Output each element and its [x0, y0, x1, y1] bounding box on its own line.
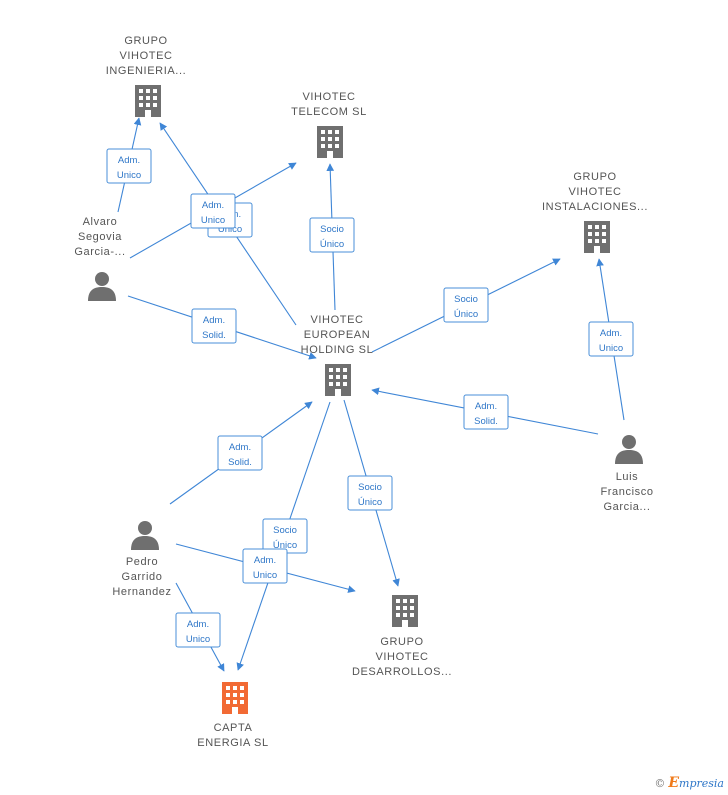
building-icon [392, 595, 418, 627]
edge-label-text: Socio [358, 482, 382, 493]
node-label-line: Francisco [600, 486, 653, 498]
node-label-line: ENERGIA SL [197, 737, 268, 749]
node-label-line: EUROPEAN [304, 329, 371, 341]
edge-label-text: Unico [117, 170, 141, 181]
empresia-watermark[interactable]: ©Empresia [654, 775, 724, 791]
node-label-line: Garcia... [604, 501, 651, 513]
building-icon [317, 126, 343, 158]
node-label-line: Garrido [122, 571, 163, 583]
node-grupo-vihotec-instalaciones[interactable]: GRUPO VIHOTEC INSTALACIONES... [542, 171, 648, 253]
edge-label-text: Unico [218, 224, 242, 235]
node-label-line: Segovia [78, 231, 122, 243]
edge-label-box [463, 394, 509, 430]
nodes-layer: GRUPO VIHOTEC INGENIERIA... VIHOTEC TELECOM … [74, 35, 653, 749]
copyright-symbol: © [654, 777, 666, 790]
edge-label-text: Solid. [202, 330, 226, 341]
node-label-line: Garcia-... [74, 246, 125, 258]
edge-label[interactable]: Adm. Unico [106, 148, 152, 184]
edge-label-text: Único [320, 239, 344, 250]
edge-label-text: Adm. [202, 200, 224, 211]
node-label-line: HOLDING SL [301, 344, 374, 356]
building-icon [325, 364, 351, 396]
node-label-line: INGENIERIA... [106, 65, 187, 77]
person-icon [615, 435, 643, 464]
edge-label-text: Adm. [118, 155, 140, 166]
building-icon [584, 221, 610, 253]
node-grupo-vihotec-desarrollos[interactable]: GRUPO VIHOTEC DESARROLLOS... [352, 595, 452, 678]
brand-name: mpresia [679, 777, 724, 790]
edge-label[interactable]: Adm. Unico [190, 193, 236, 229]
node-label-line: VIHOTEC [119, 50, 172, 62]
node-label-line: CAPTA [214, 722, 253, 734]
edge-label-text: Adm. [229, 442, 251, 453]
node-label-line: INSTALACIONES... [542, 201, 648, 213]
edge-label-text: Adm. [203, 315, 225, 326]
edge-label-box [347, 475, 393, 511]
node-label-line: Pedro [126, 556, 158, 568]
edge-label[interactable]: Adm. Solid. [463, 394, 509, 430]
edge-label[interactable]: Adm. Solid. [217, 435, 263, 471]
edge-label-text: Unico [201, 215, 225, 226]
node-label-line: VIHOTEC [375, 651, 428, 663]
node-label-line: TELECOM SL [291, 106, 367, 118]
edge-label-text: Solid. [474, 416, 498, 427]
edge-label-box [175, 612, 221, 648]
edge-label-box [242, 548, 288, 584]
edge-label[interactable]: Adm. Unico [175, 612, 221, 648]
node-label-line: GRUPO [380, 636, 423, 648]
edge-label-text: Único [358, 497, 382, 508]
edge-label[interactable]: Adm. Unico [588, 321, 634, 357]
edge-label-text: Adm. [187, 619, 209, 630]
edge-label-text: Adm. [254, 555, 276, 566]
building-icon [135, 85, 161, 117]
node-label-line: DESARROLLOS... [352, 666, 452, 678]
edge-label-box [190, 193, 236, 229]
edge-label-text: Solid. [228, 457, 252, 468]
edge-label-box [588, 321, 634, 357]
node-vihotec-european-holding[interactable]: VIHOTEC EUROPEAN HOLDING SL [301, 314, 374, 396]
person-icon [88, 272, 116, 301]
edge-labels-layer: Adm.UnicoAdm.UnicoAdm.UnicoSocioÚnicoAdm… [106, 148, 634, 648]
node-label-line: VIHOTEC [568, 186, 621, 198]
edge-label-text: Único [454, 309, 478, 320]
node-grupo-vihotec-ingenieria[interactable]: GRUPO VIHOTEC INGENIERIA... [106, 35, 187, 117]
edge-label-text: Adm. [475, 401, 497, 412]
edge-label-box [443, 287, 489, 323]
edge-label-box [191, 308, 237, 344]
node-label-line: VIHOTEC [302, 91, 355, 103]
edge-label-text: Unico [186, 634, 210, 645]
edge-label-text: Unico [253, 570, 277, 581]
building-icon [222, 682, 248, 714]
node-label-line: GRUPO [573, 171, 616, 183]
node-label-line: GRUPO [124, 35, 167, 47]
node-alvaro-segovia[interactable]: AlvaroSegoviaGarcia-... [74, 216, 125, 301]
edge-label-text: Único [273, 540, 297, 551]
edge-label-text: Unico [599, 343, 623, 354]
edge-label-box [309, 217, 355, 253]
node-label-line: Hernandez [112, 586, 171, 598]
node-vihotec-telecom[interactable]: VIHOTEC TELECOM SL [291, 91, 367, 158]
edge-label[interactable]: Adm. Unico [242, 548, 288, 584]
edge-label[interactable]: Adm. Solid. [191, 308, 237, 344]
edge-label-text: Socio [454, 294, 478, 305]
node-luis-francisco[interactable]: LuisFranciscoGarcia... [600, 435, 653, 513]
edge-label-box [106, 148, 152, 184]
edge-label-text: Socio [320, 224, 344, 235]
edge-label-text: Adm. [600, 328, 622, 339]
person-icon [131, 521, 159, 550]
node-capta-energia[interactable]: CAPTA ENERGIA SL [197, 682, 268, 749]
edge-label-box [217, 435, 263, 471]
node-label-line: Luis [616, 471, 639, 483]
brand-initial: E [668, 775, 680, 791]
node-label-line: VIHOTEC [310, 314, 363, 326]
edge-label-text: Socio [273, 525, 297, 536]
node-label-line: Alvaro [83, 216, 118, 228]
